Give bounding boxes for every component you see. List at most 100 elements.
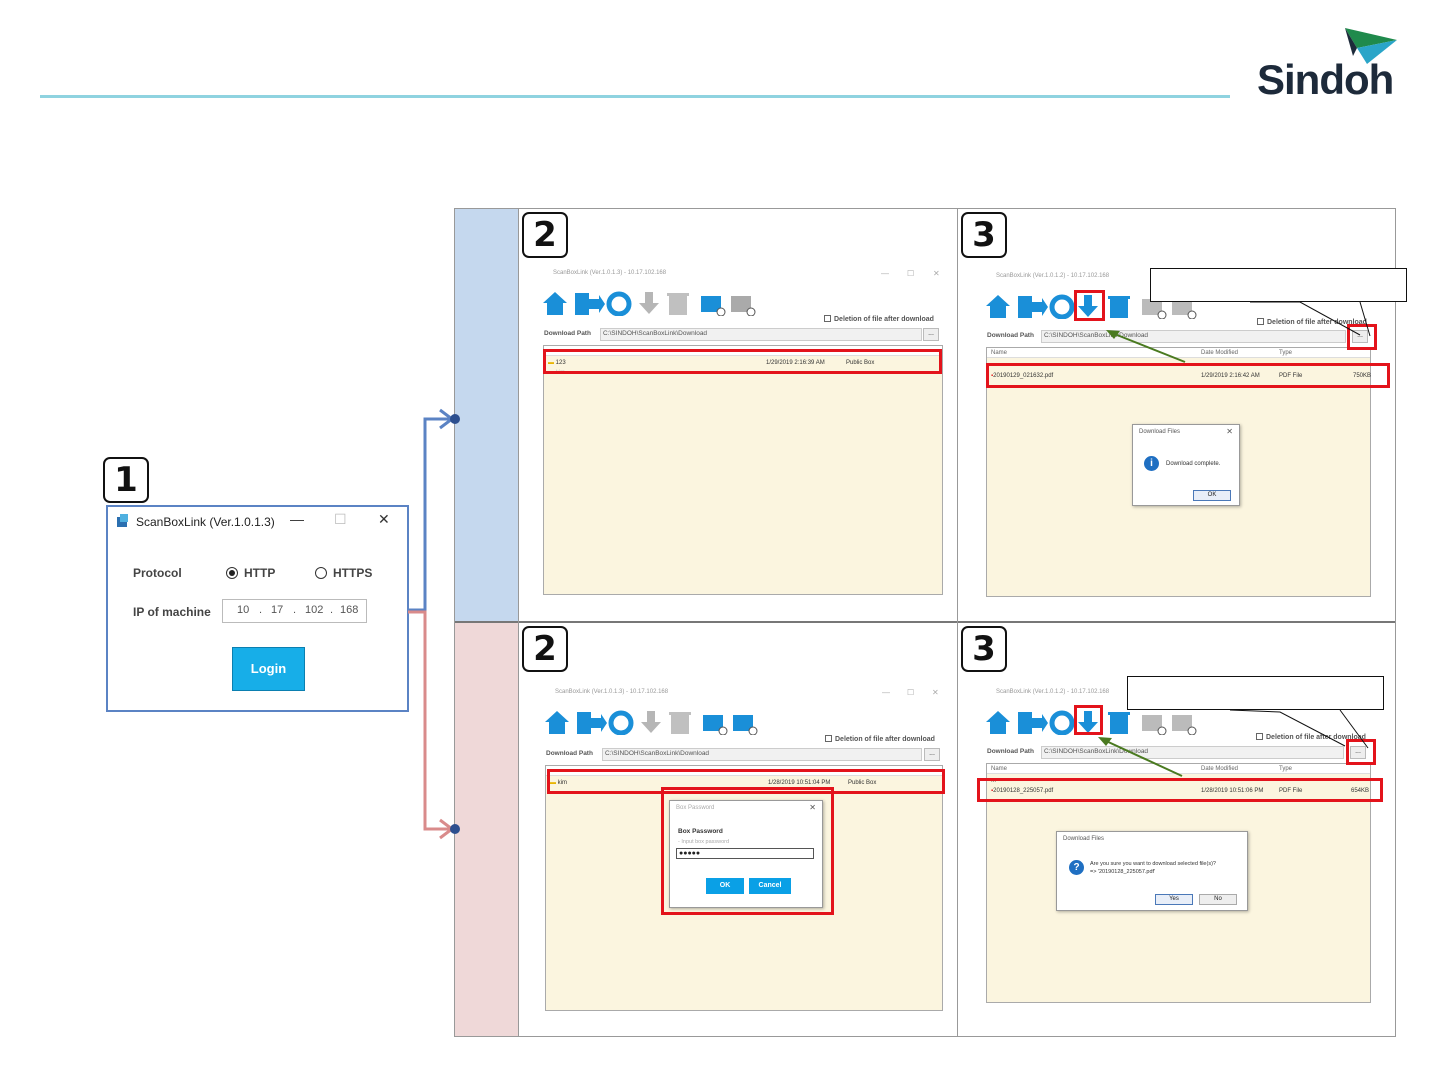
item-date: 1/28/2019 10:51:06 PM — [1201, 788, 1264, 794]
app-window-top-3: ScanBoxLink (Ver.1.0.1.2) - 10.17.102.16… — [984, 273, 1379, 597]
ip-octet-1[interactable]: 10 — [237, 604, 250, 616]
maximize-button[interactable]: ☐ — [334, 511, 347, 527]
col-date[interactable]: Date Modified — [1201, 350, 1239, 356]
download-path-field[interactable]: C:\SINDOH\ScanBoxLink\Download — [1041, 746, 1344, 759]
item-date: 1/29/2019 2:16:42 AM — [1201, 373, 1260, 379]
close-button[interactable]: ✕ — [378, 511, 390, 527]
http-flow-band — [455, 209, 518, 621]
close-button[interactable]: ✕ — [933, 269, 940, 278]
logout-icon — [577, 712, 607, 734]
ip-octet-3[interactable]: 102 — [305, 604, 324, 616]
ok-button[interactable]: OK — [1193, 490, 1231, 501]
download-path-value: C:\SINDOH\ScanBoxLink\Download — [1044, 332, 1149, 339]
column-divider — [518, 209, 519, 1036]
step-3-badge-top: 3 — [961, 212, 1007, 258]
close-icon[interactable]: ✕ — [809, 803, 816, 812]
download-path-value: C:\SINDOH\ScanBoxLink\Download — [603, 330, 708, 337]
dialog-highlight — [661, 787, 834, 915]
col-type[interactable]: Type — [1279, 766, 1293, 772]
download-icon — [641, 711, 661, 733]
delete-after-download-label: Deletion of file after download — [834, 316, 934, 323]
column-divider — [957, 209, 958, 1036]
parent-dir[interactable]: ... — [991, 778, 997, 784]
info-icon: i — [1144, 456, 1159, 471]
login-window-title: ScanBoxLink (Ver.1.0.1.3) — [136, 515, 275, 529]
no-button[interactable]: No — [1199, 894, 1237, 905]
ip-separator: . — [293, 604, 297, 616]
file-highlight — [986, 363, 1390, 388]
ip-octet-2[interactable]: 17 — [271, 604, 284, 616]
browse-highlight — [1347, 324, 1377, 350]
maximize-button[interactable]: ☐ — [907, 269, 915, 278]
ip-separator: . — [330, 604, 334, 616]
dialog-title: Box Password — [676, 805, 715, 811]
file-highlight — [977, 778, 1383, 802]
download-path-row: Download Path — [546, 750, 599, 757]
refresh-icon — [608, 710, 634, 735]
browse-button[interactable]: ... — [924, 748, 940, 761]
download-path-field[interactable]: C:\SINDOH\ScanBoxLink\Download — [602, 748, 922, 761]
home-icon — [545, 711, 569, 734]
download-path-row: Download Path — [544, 330, 597, 337]
minimize-button[interactable]: — — [290, 511, 304, 527]
download-path-field[interactable]: C:\SINDOH\ScanBoxLink\Download — [600, 328, 922, 341]
browse-button[interactable]: ... — [923, 328, 939, 341]
download-highlight — [1074, 290, 1105, 321]
refresh-icon — [1049, 710, 1075, 735]
toolbar — [543, 291, 756, 316]
password-input[interactable]: ●●●●● — [676, 848, 814, 859]
minimize-button[interactable]: — — [881, 269, 889, 278]
refresh-icon — [606, 291, 632, 316]
download-icon — [1078, 295, 1098, 317]
app-title: ScanBoxLink (Ver.1.0.1.2) - 10.17.102.16… — [996, 273, 1110, 279]
home-icon — [543, 292, 567, 315]
list-item[interactable]: ▪20190129_021632.pdf — [991, 373, 1054, 379]
toolbar — [986, 710, 1197, 735]
login-button[interactable]: Login — [232, 647, 305, 691]
logo-text: Sindoh — [1257, 56, 1394, 103]
list-item[interactable]: ▬ kim — [550, 780, 568, 786]
yes-button[interactable]: Yes — [1155, 894, 1193, 905]
close-button[interactable]: ✕ — [932, 688, 939, 697]
item-size: 750KB — [1353, 373, 1372, 379]
col-date[interactable]: Date Modified — [1201, 766, 1239, 772]
col-name[interactable]: Name — [991, 766, 1008, 772]
cancel-button[interactable]: Cancel — [749, 878, 791, 894]
highlight-box — [543, 349, 942, 374]
highlight-box — [547, 769, 945, 794]
ip-input[interactable]: 10 . 17 . 102 . 168 — [222, 599, 367, 623]
app-title: ScanBoxLink (Ver.1.0.1.3) - 10.17.102.16… — [553, 270, 667, 276]
maximize-button[interactable]: ☐ — [907, 688, 915, 697]
add-folder-icon — [1142, 299, 1167, 319]
minimize-button[interactable]: — — [882, 688, 890, 697]
ip-octet-4[interactable]: 168 — [340, 604, 359, 616]
close-icon[interactable]: ✕ — [1226, 427, 1233, 436]
step-1-badge: 1 — [103, 457, 149, 503]
download-path-row: Download Path — [987, 332, 1040, 339]
delete-after-download-checkbox[interactable]: Deletion of file after download — [1256, 733, 1366, 741]
col-name[interactable]: Name — [991, 350, 1008, 356]
app-window-bottom-2: ScanBoxLink (Ver.1.0.1.3) - 10.17.102.16… — [543, 688, 943, 1011]
dialog-message: Download complete. — [1166, 461, 1221, 467]
app-window-top-2: ScanBoxLink (Ver.1.0.1.3) - 10.17.102.16… — [541, 269, 943, 595]
http-radio[interactable] — [226, 567, 238, 579]
list-item[interactable]: ▬ 123 — [548, 360, 566, 366]
delete-after-download-checkbox[interactable]: Deletion of file after download — [825, 735, 935, 743]
delete-after-download-checkbox[interactable]: Deletion of file after download — [824, 315, 934, 323]
password-label: Box Password — [678, 828, 723, 835]
https-radio[interactable] — [315, 567, 327, 579]
item-type: PDF File — [1279, 373, 1303, 379]
steps-frame — [454, 208, 1396, 1037]
add-folder-icon — [701, 296, 726, 316]
dialog-title: Download Files — [1063, 836, 1105, 842]
download-icon — [1078, 711, 1098, 733]
ok-button[interactable]: OK — [706, 878, 744, 894]
delete-after-download-checkbox[interactable]: Deletion of file after download — [1257, 318, 1367, 326]
col-type[interactable]: Type — [1279, 350, 1293, 356]
download-path-value: C:\SINDOH\ScanBoxLink\Download — [1044, 748, 1149, 755]
list-item[interactable]: ▪20190128_225057.pdf — [991, 788, 1054, 794]
browse-button[interactable]: ... — [1350, 746, 1366, 759]
login-window: ScanBoxLink (Ver.1.0.1.3) — ☐ ✕ Protocol… — [106, 505, 409, 712]
remove-folder-icon — [733, 715, 758, 735]
item-type: Public Box — [848, 780, 877, 786]
